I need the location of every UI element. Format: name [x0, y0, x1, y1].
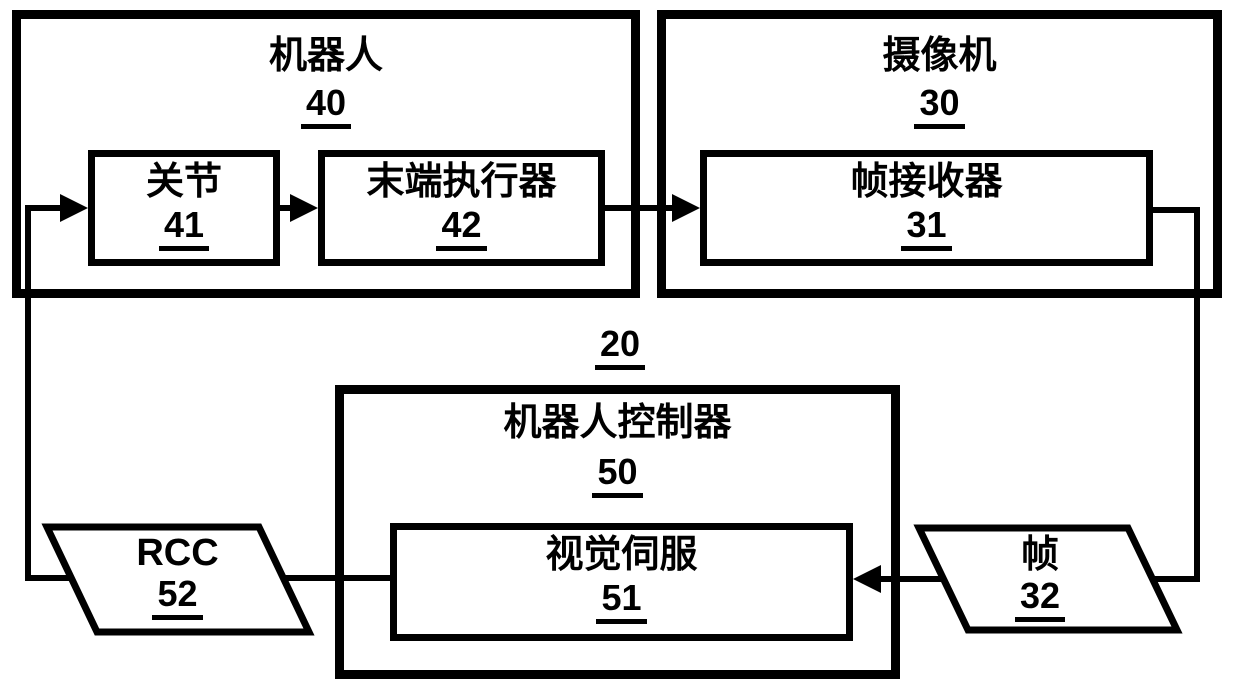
frame-receiver-box	[700, 150, 1153, 266]
end-effector-ref: 42	[318, 207, 605, 251]
controller-label: 机器人控制器 50	[335, 404, 900, 498]
frame-receiver-ref: 31	[700, 207, 1153, 251]
frame-parallelogram	[913, 524, 1183, 634]
frame-receiver-title: 帧接收器	[850, 161, 1003, 203]
rcc-ref: 52	[45, 576, 310, 620]
arrowhead-into-visual-servo-icon	[853, 565, 881, 593]
rcc-parallelogram	[41, 523, 315, 636]
end-effector-label: 末端执行器 42	[318, 163, 605, 251]
end-effector-ref-number: 42	[436, 207, 487, 251]
rcc-title: RCC	[136, 532, 219, 574]
rcc-ref-number: 52	[152, 576, 203, 620]
joint-ref-number: 41	[158, 207, 210, 251]
frame-ref: 32	[915, 578, 1165, 622]
controller-ref-number: 50	[592, 454, 643, 498]
controller-ref: 50	[335, 454, 900, 498]
joint-ref: 41	[88, 207, 280, 251]
frame-title: 帧	[1020, 534, 1059, 576]
robot-label: 机器人 40	[12, 37, 640, 129]
rcc-label: RCC 52	[45, 534, 310, 620]
camera-label: 摄像机 30	[657, 37, 1222, 129]
system-ref-number: 20	[594, 326, 646, 370]
visual-servo-ref: 51	[390, 580, 853, 624]
camera-ref-number: 30	[914, 85, 965, 129]
controller-title: 机器人控制器	[503, 402, 732, 444]
visual-servo-box	[390, 523, 853, 641]
end-effector-title: 末端执行器	[366, 161, 557, 203]
system-ref: 20	[560, 326, 680, 370]
camera-ref: 30	[657, 85, 1222, 129]
frame-receiver-ref-number: 31	[901, 207, 952, 251]
joint-title: 关节	[145, 161, 222, 203]
robot-ref: 40	[12, 85, 640, 129]
visual-servo-title: 视觉伺服	[545, 534, 698, 576]
frame-receiver-label: 帧接收器 31	[700, 163, 1153, 251]
visual-servo-label: 视觉伺服 51	[390, 536, 853, 624]
arrowhead-into-frame-receiver-icon	[672, 194, 700, 222]
arrowhead-into-joint-icon	[60, 194, 88, 222]
robot-ref-number: 40	[300, 85, 352, 129]
camera-title: 摄像机	[882, 35, 997, 77]
system-ref-label: 20	[560, 326, 680, 370]
visual-servo-ref-number: 51	[596, 580, 647, 624]
frame-label: 帧 32	[915, 536, 1165, 622]
end-effector-box	[318, 150, 605, 266]
frame-ref-number: 32	[1014, 578, 1066, 622]
robot-title: 机器人	[268, 35, 383, 77]
joint-box	[88, 150, 280, 266]
arrowhead-into-end-effector-icon	[290, 194, 318, 222]
joint-label: 关节 41	[88, 163, 280, 251]
